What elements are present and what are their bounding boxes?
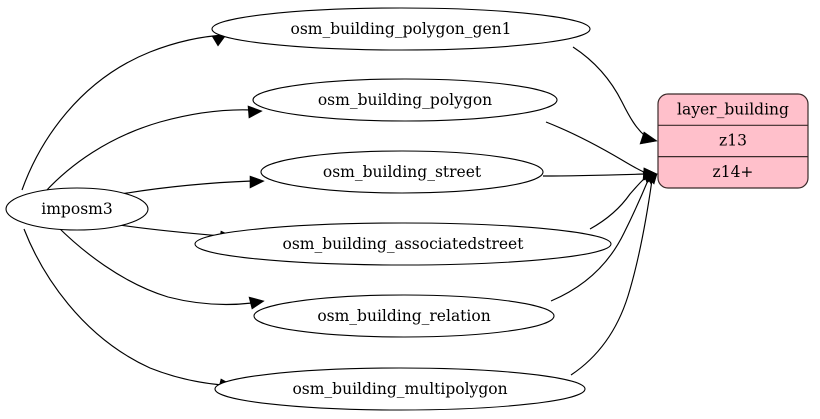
arrowhead-icon (211, 34, 227, 47)
node-osm-building-polygon-gen1-label: osm_building_polygon_gen1 (291, 20, 512, 38)
node-imposm3-label: imposm3 (41, 200, 112, 218)
edge-associatedstreet-to-z14 (589, 171, 658, 230)
record-row-z14-label: z14+ (713, 163, 754, 181)
edge-group-tables-to-layer (542, 46, 658, 376)
edge-multipolygon-to-z14 (570, 173, 658, 376)
node-osm-building-relation[interactable]: osm_building_relation (253, 294, 555, 338)
node-osm-building-multipolygon[interactable]: osm_building_multipolygon (214, 367, 586, 411)
node-osm-building-street[interactable]: osm_building_street (260, 150, 544, 194)
edge-gen1-to-z13 (572, 46, 658, 145)
edge-imposm3-to-gen1 (21, 34, 227, 191)
node-osm-building-polygon-label: osm_building_polygon (318, 91, 492, 109)
edge-imposm3-to-relation (56, 225, 265, 310)
record-row-layer-building-label: layer_building (677, 101, 789, 119)
record-row-z13-label: z13 (719, 132, 747, 150)
node-osm-building-multipolygon-label: osm_building_multipolygon (292, 380, 507, 398)
arrowhead-icon (248, 296, 265, 310)
node-osm-building-relation-label: osm_building_relation (317, 307, 490, 325)
edge-imposm3-to-polygon (44, 105, 263, 193)
node-osm-building-associatedstreet[interactable]: osm_building_associatedstreet (194, 222, 612, 266)
node-osm-building-street-label: osm_building_street (323, 163, 482, 181)
arrowhead-icon (249, 175, 265, 189)
node-osm-building-polygon-gen1[interactable]: osm_building_polygon_gen1 (211, 7, 591, 51)
edge-imposm3-to-street (114, 175, 265, 196)
arrowhead-icon (646, 173, 658, 185)
edge-imposm3-to-multipolygon (23, 228, 235, 392)
node-imposm3[interactable]: imposm3 (5, 187, 149, 231)
node-layer-building-record[interactable]: layer_building z13 z14+ (657, 93, 809, 189)
arrowhead-icon (639, 131, 658, 145)
arrowhead-icon (247, 105, 263, 119)
node-osm-building-associatedstreet-label: osm_building_associatedstreet (283, 235, 525, 253)
node-osm-building-polygon[interactable]: osm_building_polygon (252, 78, 558, 122)
